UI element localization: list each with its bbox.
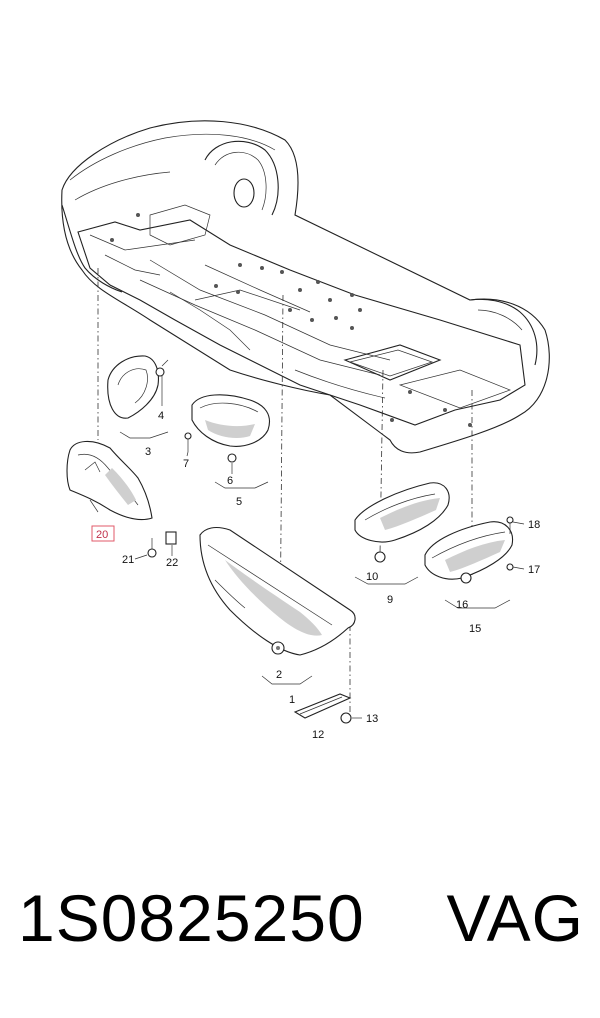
- callout-15: 15: [469, 623, 481, 635]
- callout-2: 2: [276, 669, 282, 681]
- callout-3: 3: [145, 446, 151, 458]
- part-number-label: 1S0825250: [18, 881, 365, 955]
- footer: 1S0825250 VAG: [0, 880, 600, 990]
- callout-5: 5: [236, 496, 242, 508]
- part-9-rear-shield: [354, 482, 450, 563]
- part-1-center-shield: [199, 526, 356, 656]
- part-5-heat-shield: [184, 394, 270, 463]
- callout-13: 13: [366, 713, 378, 725]
- callout-10: 10: [366, 571, 378, 583]
- callout-labels: 1 2 3 4 5 6 7 9 10 12 13 15 16 17 18 20 …: [91, 376, 540, 741]
- part-12-bracket: [293, 693, 352, 724]
- callout-22: 22: [166, 557, 178, 569]
- callout-1: 1: [289, 694, 295, 706]
- callout-6: 6: [227, 475, 233, 487]
- callout-7: 7: [183, 458, 189, 470]
- part-15-rear-shield: [424, 516, 514, 584]
- exploded-parts-diagram: 1 2 3 4 5 6 7 9 10 12 13 15 16 17 18 20 …: [61, 120, 550, 741]
- callout-12: 12: [312, 729, 324, 741]
- callout-21: 21: [122, 554, 134, 566]
- callout-16: 16: [456, 599, 468, 611]
- callout-18: 18: [528, 519, 540, 531]
- brand-label: VAG: [446, 881, 584, 955]
- car-underbody: [61, 120, 550, 454]
- group-brackets: [89, 431, 511, 685]
- callout-4: 4: [158, 410, 164, 422]
- callout-9: 9: [387, 594, 393, 606]
- callout-20-highlight-box: [91, 525, 115, 542]
- callout-20: 20: [96, 529, 108, 541]
- callout-17: 17: [528, 564, 540, 576]
- part-3-bracket: [107, 355, 169, 419]
- part-20-side-shield: [66, 440, 177, 558]
